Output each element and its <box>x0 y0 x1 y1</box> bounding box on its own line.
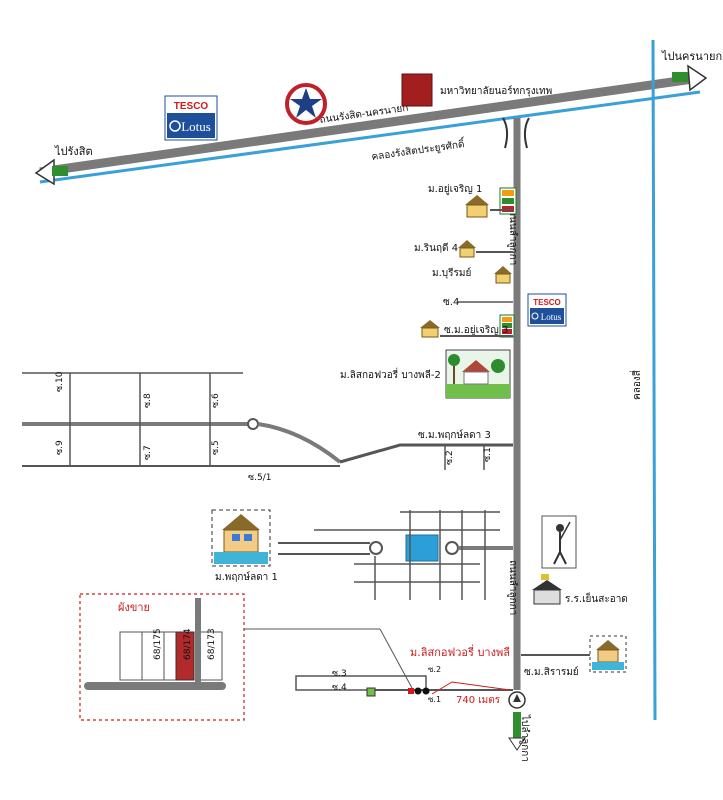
house-icon-rin-thong-4 <box>458 240 476 258</box>
inset-connector-2 <box>379 628 413 689</box>
label-rin-thong-4: ม.รินฤดี 4 <box>414 242 458 254</box>
tesco-text-bottom: TESCO <box>533 298 561 307</box>
label-soi-8: ซ.8 <box>143 393 153 408</box>
canal-line <box>39 90 701 184</box>
label-lifestyle-bangphli: ม.ลิสกอฟวอรี่ บางพลี <box>410 644 510 659</box>
label-university: มหาวิทยาลัยนอร์ทกรุงเทพ <box>440 85 552 97</box>
label-to-nakhon-nayok: ไปนครนายก <box>661 50 722 63</box>
project-marker-red <box>408 688 414 694</box>
label-soi-2: ซ.2 <box>445 450 455 465</box>
house-icon-yu-charoen-3 <box>420 320 440 338</box>
label-soi-4: ซ.4 <box>443 297 459 308</box>
label-soi-1: ซ.1 <box>483 447 493 462</box>
house-icon-phruek-lada-1 <box>211 509 271 567</box>
phruek-lada-roundabout-left <box>369 541 383 555</box>
lotus-text-bottom: Lotus <box>541 312 562 322</box>
plot-174 <box>175 631 195 681</box>
label-phruek-lada-3: ซ.ม.พฤกษ์ลดา 3 <box>418 429 491 441</box>
project-road-outline <box>295 675 427 691</box>
distance-line <box>431 681 511 695</box>
arrow-to-rangsit-icon <box>34 158 68 186</box>
label-vertical-road-upper: ถนนลำลูกกา <box>507 210 518 265</box>
label-soi-5: ซ.5 <box>211 440 221 455</box>
project-marker-b <box>422 687 430 695</box>
bridge-junction-icon <box>502 117 530 149</box>
label-burirom: ม.บุรีรมย์ <box>432 267 471 279</box>
road-phruek-lada-3 <box>339 443 513 464</box>
house-icon-sirarom <box>589 635 627 673</box>
caltex-star-logo <box>285 83 327 125</box>
label-soi-5-1: ซ.5/1 <box>248 473 271 483</box>
label-soi-7: ซ.7 <box>143 445 153 460</box>
label-school: ร.ร.เย็นสะอาด <box>565 591 628 605</box>
plot-blank-1 <box>119 631 143 681</box>
label-soi-1b: ซ.1 <box>428 695 441 704</box>
label-to-lamlukka: ไปลำลูกกา <box>519 714 531 762</box>
lotus-text-top: Lotus <box>181 119 211 134</box>
inset-title: ผังขาย <box>118 601 150 614</box>
school-icon <box>532 574 562 605</box>
roundabout-west <box>247 418 259 430</box>
tesco-lotus-logo-top: TESCO Lotus <box>164 95 218 141</box>
label-sirarom: ซ.ม.สิรารมย์ <box>524 666 579 678</box>
project-marker-a <box>414 687 422 695</box>
label-plot-174: 68/174 <box>183 628 193 660</box>
label-east-canal: คลองสี่ <box>629 370 643 400</box>
project-gate-green <box>366 687 376 697</box>
label-distance: 740 เมตร <box>456 695 501 706</box>
phruek-lada-roundabout-right <box>445 541 459 555</box>
university-building-icon <box>401 73 433 107</box>
east-canal-line <box>651 39 657 721</box>
golfer-icon <box>541 515 577 569</box>
label-soi-3: ซ.3 <box>332 669 347 679</box>
label-soi-6: ซ.6 <box>211 393 221 408</box>
label-vertical-road-lower: ถนนลำลูกกา <box>507 560 518 615</box>
tesco-lotus-logo-bottom: TESCO Lotus <box>527 293 567 327</box>
seven-eleven-icon-2 <box>499 314 515 338</box>
label-yu-charoen-1: ม.อยู่เจริญ 1 <box>428 184 482 195</box>
main-road <box>39 73 701 177</box>
lifestyle-phase-2-image <box>445 349 511 399</box>
label-plot-173: 68/173 <box>207 628 217 660</box>
label-to-rangsit: ไปรังสิต <box>54 145 93 158</box>
west-road-curve <box>257 422 342 464</box>
house-icon-burirom <box>494 266 512 284</box>
house-icon-yu-charoen-1 <box>465 195 489 218</box>
label-canal: คลองรังสิตประยูรศักดิ์ <box>370 136 466 163</box>
label-lifestyle-phase-2: ม.ลิสกอฟวอรี่ บางพลี-2 <box>340 367 441 381</box>
label-soi-4b: ซ.4 <box>332 683 347 693</box>
tesco-text-top: TESCO <box>174 101 209 112</box>
pond-blue <box>405 534 439 562</box>
arrow-to-lamlukka-icon <box>508 691 526 751</box>
label-phruek-lada-1: ม.พฤกษ์ลดา 1 <box>215 571 278 583</box>
label-soi-2b: ซ.2 <box>428 665 441 674</box>
label-soi-9: ซ.9 <box>55 440 65 455</box>
label-soi-10: ซ.10 <box>55 371 65 392</box>
arrow-to-nakhon-nayok-icon <box>672 64 708 92</box>
label-soi-yu-charoen-3: ซ.ม.อยู่เจริญ 3 <box>444 325 508 336</box>
label-plot-175: 68/175 <box>153 628 163 660</box>
